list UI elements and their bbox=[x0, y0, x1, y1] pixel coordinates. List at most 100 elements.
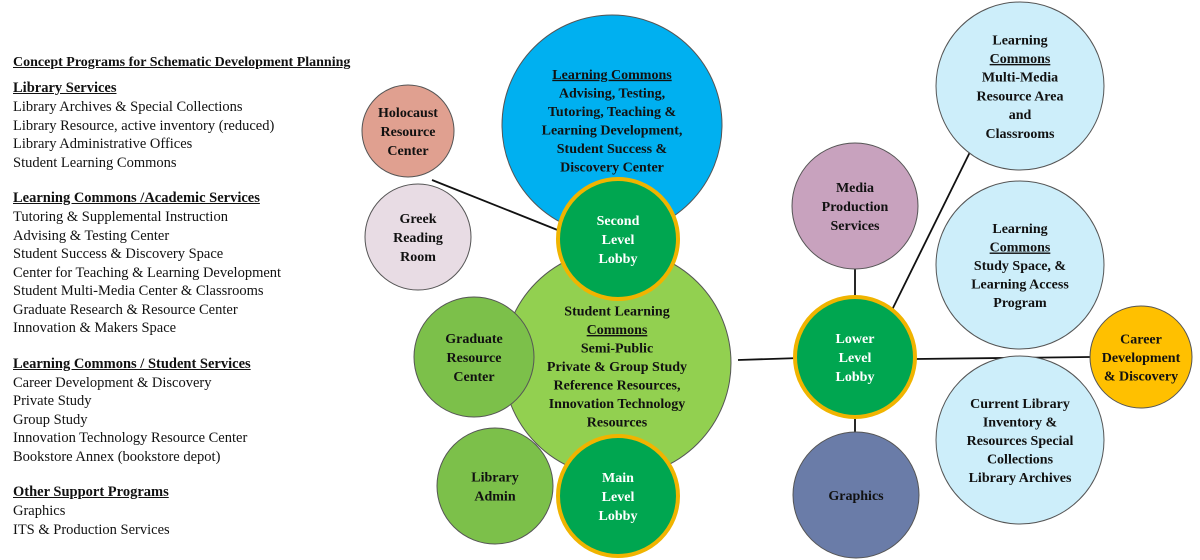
program-item: Private Study bbox=[13, 393, 92, 409]
bubble-label-line: Graphics bbox=[828, 489, 884, 504]
program-item: Advising & Testing Center bbox=[13, 227, 170, 244]
bubble-label-line: Student Learning bbox=[564, 305, 669, 320]
program-list-panel: Concept Programs for Schematic Developme… bbox=[13, 54, 403, 556]
program-item: Career Development & Discovery bbox=[13, 374, 212, 391]
program-item: Library Archives & Special Collections bbox=[13, 99, 243, 115]
bubble-label-line: Study Space, & bbox=[974, 259, 1066, 274]
bubble-label-line: Career bbox=[1120, 333, 1162, 348]
program-item: Library Administrative Offices bbox=[13, 136, 193, 152]
bubble-label-line: Commons bbox=[990, 241, 1051, 256]
section-title: Learning Commons /Academic Services bbox=[13, 190, 260, 206]
bubble-label-line: Greek bbox=[399, 212, 436, 227]
section-title: Library Services bbox=[13, 80, 117, 96]
bubble-label-line: Center bbox=[453, 370, 494, 385]
bubble-label-line: Innovation Technology bbox=[549, 397, 686, 412]
bubble-label-line: Collections bbox=[987, 453, 1054, 468]
bubble-label-line: Commons bbox=[990, 52, 1051, 67]
bubble-label-line: Services bbox=[831, 219, 881, 234]
bubble-label-line: Resource bbox=[381, 125, 436, 140]
program-item: Student Multi-Media Center & Classrooms bbox=[13, 283, 264, 299]
bubble-circle bbox=[364, 183, 472, 291]
program-item: Center for Teaching & Learning Developme… bbox=[13, 264, 282, 281]
bubble-label-line: Learning Commons bbox=[552, 68, 672, 83]
bubble-label-line: Level bbox=[602, 490, 635, 505]
bubble-label-line: Library Archives bbox=[969, 471, 1072, 486]
bubble-label-line: Library bbox=[471, 471, 518, 486]
bubble-label-line: Lobby bbox=[599, 252, 638, 267]
bubble-label-line: Semi-Public bbox=[581, 342, 653, 357]
bubble-label-line: Resource Area bbox=[977, 89, 1064, 104]
bubble-label-line: Student Success & bbox=[557, 142, 667, 157]
bubble-label-line: Reading bbox=[393, 231, 443, 246]
bubble-label-line: Program bbox=[993, 296, 1047, 311]
program-item: Innovation & Makers Space bbox=[13, 320, 177, 336]
bubble-label-line: Main bbox=[602, 471, 634, 486]
bubble-circle bbox=[436, 427, 554, 545]
bubble-label-line: Lobby bbox=[599, 509, 638, 524]
bubble-label-line: Inventory & bbox=[983, 416, 1057, 431]
bubble-circle bbox=[791, 142, 919, 270]
section-title: Learning Commons / Student Services bbox=[13, 355, 251, 372]
bubble-label-line: Learning Development, bbox=[542, 123, 683, 138]
program-item: Innovation Technology Resource Center bbox=[13, 430, 248, 446]
bubble-label-line: Holocaust bbox=[378, 106, 438, 121]
bubble-circle bbox=[935, 355, 1105, 525]
bubble-label-line: Second bbox=[597, 214, 640, 229]
bubble-label-line: Tutoring, Teaching & bbox=[548, 105, 676, 120]
panel-title: Concept Programs for Schematic Developme… bbox=[13, 55, 351, 70]
section-title: Other Support Programs bbox=[13, 484, 169, 500]
bubble-label-line: Private & Group Study bbox=[547, 360, 687, 375]
bubble-circle bbox=[1089, 305, 1193, 409]
bubble-circle bbox=[361, 84, 455, 178]
bubble-label-line: Advising, Testing, bbox=[559, 86, 665, 101]
bubble-label-line: Classrooms bbox=[986, 127, 1056, 142]
bubble-label-line: Reference Resources, bbox=[554, 379, 681, 394]
bubble-label-line: Level bbox=[602, 233, 635, 248]
program-item: Group Study bbox=[13, 411, 88, 428]
bubble-label-line: Center bbox=[387, 144, 428, 159]
bubble-circle bbox=[935, 1, 1105, 171]
program-item: Library Resource, active inventory (redu… bbox=[13, 117, 275, 134]
bubble-label-line: Resources Special bbox=[967, 434, 1074, 449]
program-item: Student Success & Discovery Space bbox=[13, 246, 224, 262]
bubble-label-line: Learning bbox=[992, 222, 1047, 237]
bubble-student-learning-commons: Student LearningCommonsSemi-PublicPrivat… bbox=[502, 248, 732, 478]
bubble-label-line: Level bbox=[839, 351, 872, 366]
bubble-circle bbox=[556, 177, 680, 301]
program-item: Tutoring & Supplemental Instruction bbox=[13, 209, 228, 225]
bubble-label-line: Resource bbox=[447, 351, 502, 366]
bubble-circle bbox=[413, 296, 535, 418]
bubble-label-line: Commons bbox=[587, 323, 648, 338]
program-item: Student Learning Commons bbox=[13, 154, 177, 171]
bubble-label-line: Current Library bbox=[970, 397, 1070, 412]
bubble-label-line: Development bbox=[1102, 351, 1181, 366]
bubble-label-line: Room bbox=[400, 250, 436, 265]
bubble-circle bbox=[935, 180, 1105, 350]
bubble-circle bbox=[793, 295, 917, 419]
bubble-label-line: Learning Access bbox=[971, 278, 1069, 293]
connector-line-student-learning-commons-to-lower-level-lobby bbox=[737, 357, 801, 361]
bubble-label-line: and bbox=[1009, 108, 1032, 123]
bubble-label-line: Lower bbox=[836, 332, 875, 347]
bubble-label-line: Multi-Media bbox=[982, 71, 1058, 86]
program-item: Graduate Research & Resource Center bbox=[13, 301, 238, 318]
bubble-label-line: Graduate bbox=[445, 332, 503, 347]
bubble-label-line: & Discovery bbox=[1104, 370, 1178, 385]
bubble-label-line: Media bbox=[836, 181, 874, 196]
